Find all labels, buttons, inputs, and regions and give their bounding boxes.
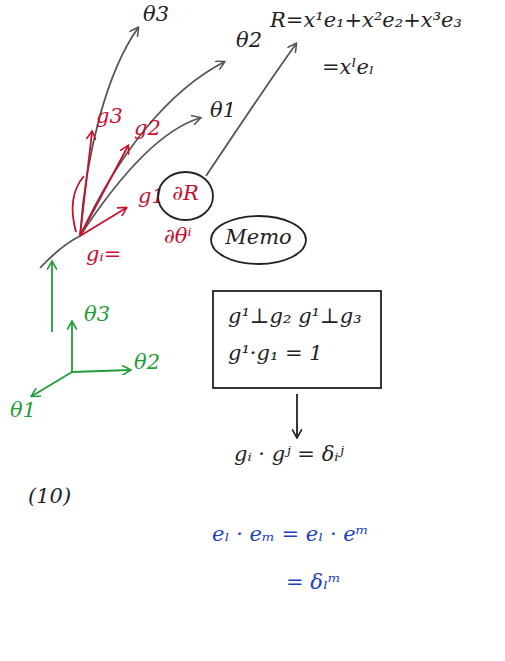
equation-number: (10): [28, 484, 71, 508]
duality-formula: gᵢ · gʲ = δᵢʲ: [234, 442, 344, 466]
axis-label: θ1: [10, 398, 36, 422]
axis-label: θ2: [134, 350, 160, 374]
axis-label: θ3: [84, 302, 110, 326]
node-text: g¹⊥g₂ g¹⊥g₃: [228, 304, 366, 329]
vector-label: gᵢ=: [86, 242, 121, 266]
memo-circle: Memo: [210, 215, 307, 265]
vector-label: ∂θⁱ: [164, 224, 192, 248]
circled-term: ∂R: [157, 171, 214, 221]
orthonormal-formula: eₗ · eₘ = eₗ · eᵐ: [212, 522, 369, 546]
axis-label: θ3: [143, 2, 169, 26]
green-arrow: [51, 262, 53, 332]
implication-arrow: [296, 394, 298, 437]
node-text: g¹·g₁ = 1: [228, 341, 366, 366]
node-text: ∂R: [171, 181, 200, 206]
memo-box: g¹⊥g₂ g¹⊥g₃ g¹·g₁ = 1: [212, 290, 382, 389]
node-text: Memo: [224, 225, 293, 250]
cartesian-axes: [32, 322, 130, 396]
orthonormal-formula: = δₗᵐ: [286, 570, 341, 594]
base-vectors: [73, 132, 128, 236]
position-formula: =xˡeₗ: [322, 55, 374, 79]
coordinate-curves: [40, 28, 296, 268]
vector-label: g3: [96, 104, 123, 128]
vector-label: g2: [134, 116, 161, 140]
position-formula: R=x¹e₁+x²e₂+x³e₃: [270, 8, 462, 32]
vector-label: g1: [138, 184, 165, 208]
axis-label: θ1: [210, 98, 236, 122]
axis-label: θ2: [236, 28, 262, 52]
